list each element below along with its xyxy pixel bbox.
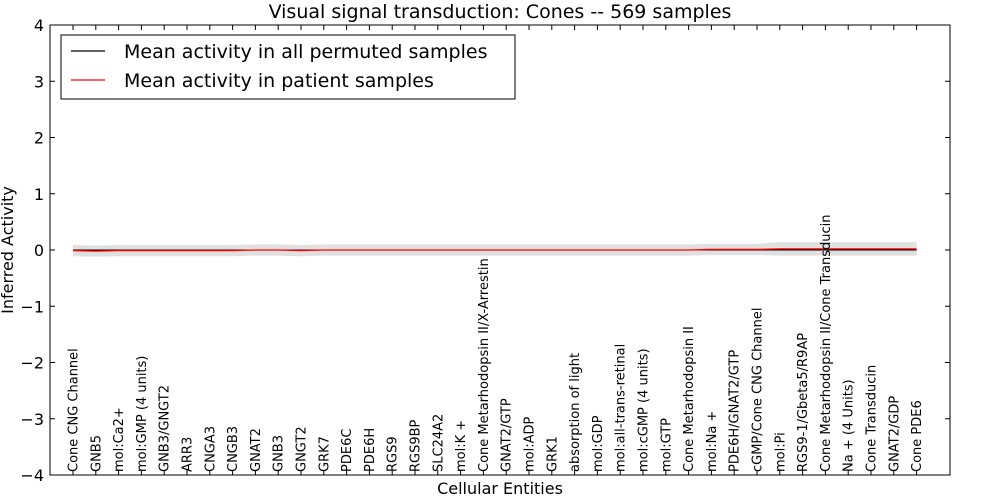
x-tick-label: RGS9BP <box>409 419 424 472</box>
x-tick-label: RGS9 <box>386 436 401 472</box>
legend-box <box>60 34 516 100</box>
x-tick-label: mol:Na + <box>705 411 720 472</box>
y-tick-label: 1 <box>34 185 44 204</box>
x-tick-label: Cone CNG Channel <box>67 348 82 472</box>
x-tick-label: mol:K + <box>454 420 469 472</box>
x-tick-label: PDE6C <box>340 429 355 472</box>
y-tick-label: 4 <box>34 16 44 35</box>
x-tick-label: Cone PDE6 <box>910 400 925 472</box>
x-tick-label: mol:Pi <box>773 432 788 472</box>
x-tick-label: PDE6H/GNAT2/GTP <box>728 350 743 472</box>
x-tick-label: GNB5 <box>89 435 104 472</box>
x-tick-label: Cone Metarhodopsin II <box>682 326 697 472</box>
x-tick-label: GNAT2/GDP <box>887 396 902 472</box>
y-tick-label: 3 <box>34 72 44 91</box>
legend: Mean activity in all permuted samples Me… <box>60 34 516 100</box>
y-tick-label: 2 <box>34 129 44 148</box>
x-tick-label: mol:ADP <box>523 416 538 472</box>
x-axis-label: Cellular Entities <box>437 479 563 498</box>
x-tick-label: ARR3 <box>181 437 196 472</box>
x-tick-label: mol:GDP <box>591 415 606 472</box>
y-tick-label: 0 <box>34 241 44 260</box>
x-tick-label: Cone Transducin <box>865 365 880 472</box>
y-axis: −4 −3 −2 −1 0 1 2 3 4 <box>20 16 950 485</box>
x-tick-label: mol:cGMP (4 units) <box>637 348 652 472</box>
x-tick-label: mol:GTP <box>659 418 674 472</box>
x-tick-label: GNAT2 <box>249 428 264 472</box>
x-tick-label: CNGB3 <box>226 426 241 472</box>
x-tick-label: mol:GMP (4 units) <box>135 356 150 472</box>
y-tick-label: −4 <box>20 466 44 485</box>
x-tick-label: mol:Ca2+ <box>112 407 127 472</box>
x-tick-label: GRK1 <box>545 436 560 472</box>
x-tick-label: GRK7 <box>317 436 332 472</box>
x-tick-label: RGS9-1/Gbeta5/R9AP <box>796 333 811 472</box>
legend-label-permuted: Mean activity in all permuted samples <box>124 41 487 63</box>
series-line-patient <box>72 248 917 252</box>
x-tick-label: CNGA3 <box>203 426 218 472</box>
chart-title: Visual signal transduction: Cones -- 569… <box>269 1 732 23</box>
x-tick-label: SLC24A2 <box>431 414 446 472</box>
x-tick-label: Cone Metarhodopsin II/Cone Transducin <box>819 215 834 473</box>
x-tick-label: absorption of light <box>568 353 583 472</box>
x-tick-label: GNGT2 <box>295 426 310 472</box>
x-tick-label: mol:all-trans-retinal <box>614 344 629 472</box>
x-tick-label: PDE6H <box>363 428 378 472</box>
y-tick-label: −3 <box>20 410 44 429</box>
series-lines <box>72 248 917 252</box>
legend-label-patient: Mean activity in patient samples <box>124 70 434 92</box>
y-tick-label: −2 <box>20 354 44 373</box>
x-tick-label: GNB3 <box>272 435 287 472</box>
x-tick-label: Cone Metarhodopsin II/X-Arrestin <box>477 258 492 472</box>
y-axis-label: Inferred Activity <box>0 186 17 314</box>
y-tick-label: −1 <box>20 297 44 316</box>
x-tick-label: Na + (4 Units) <box>842 379 857 472</box>
x-tick-label: GNB3/GNGT2 <box>158 385 173 472</box>
x-tick-label: GNAT2/GTP <box>500 398 515 472</box>
x-tick-label: cGMP/Cone CNG Channel <box>751 308 766 472</box>
